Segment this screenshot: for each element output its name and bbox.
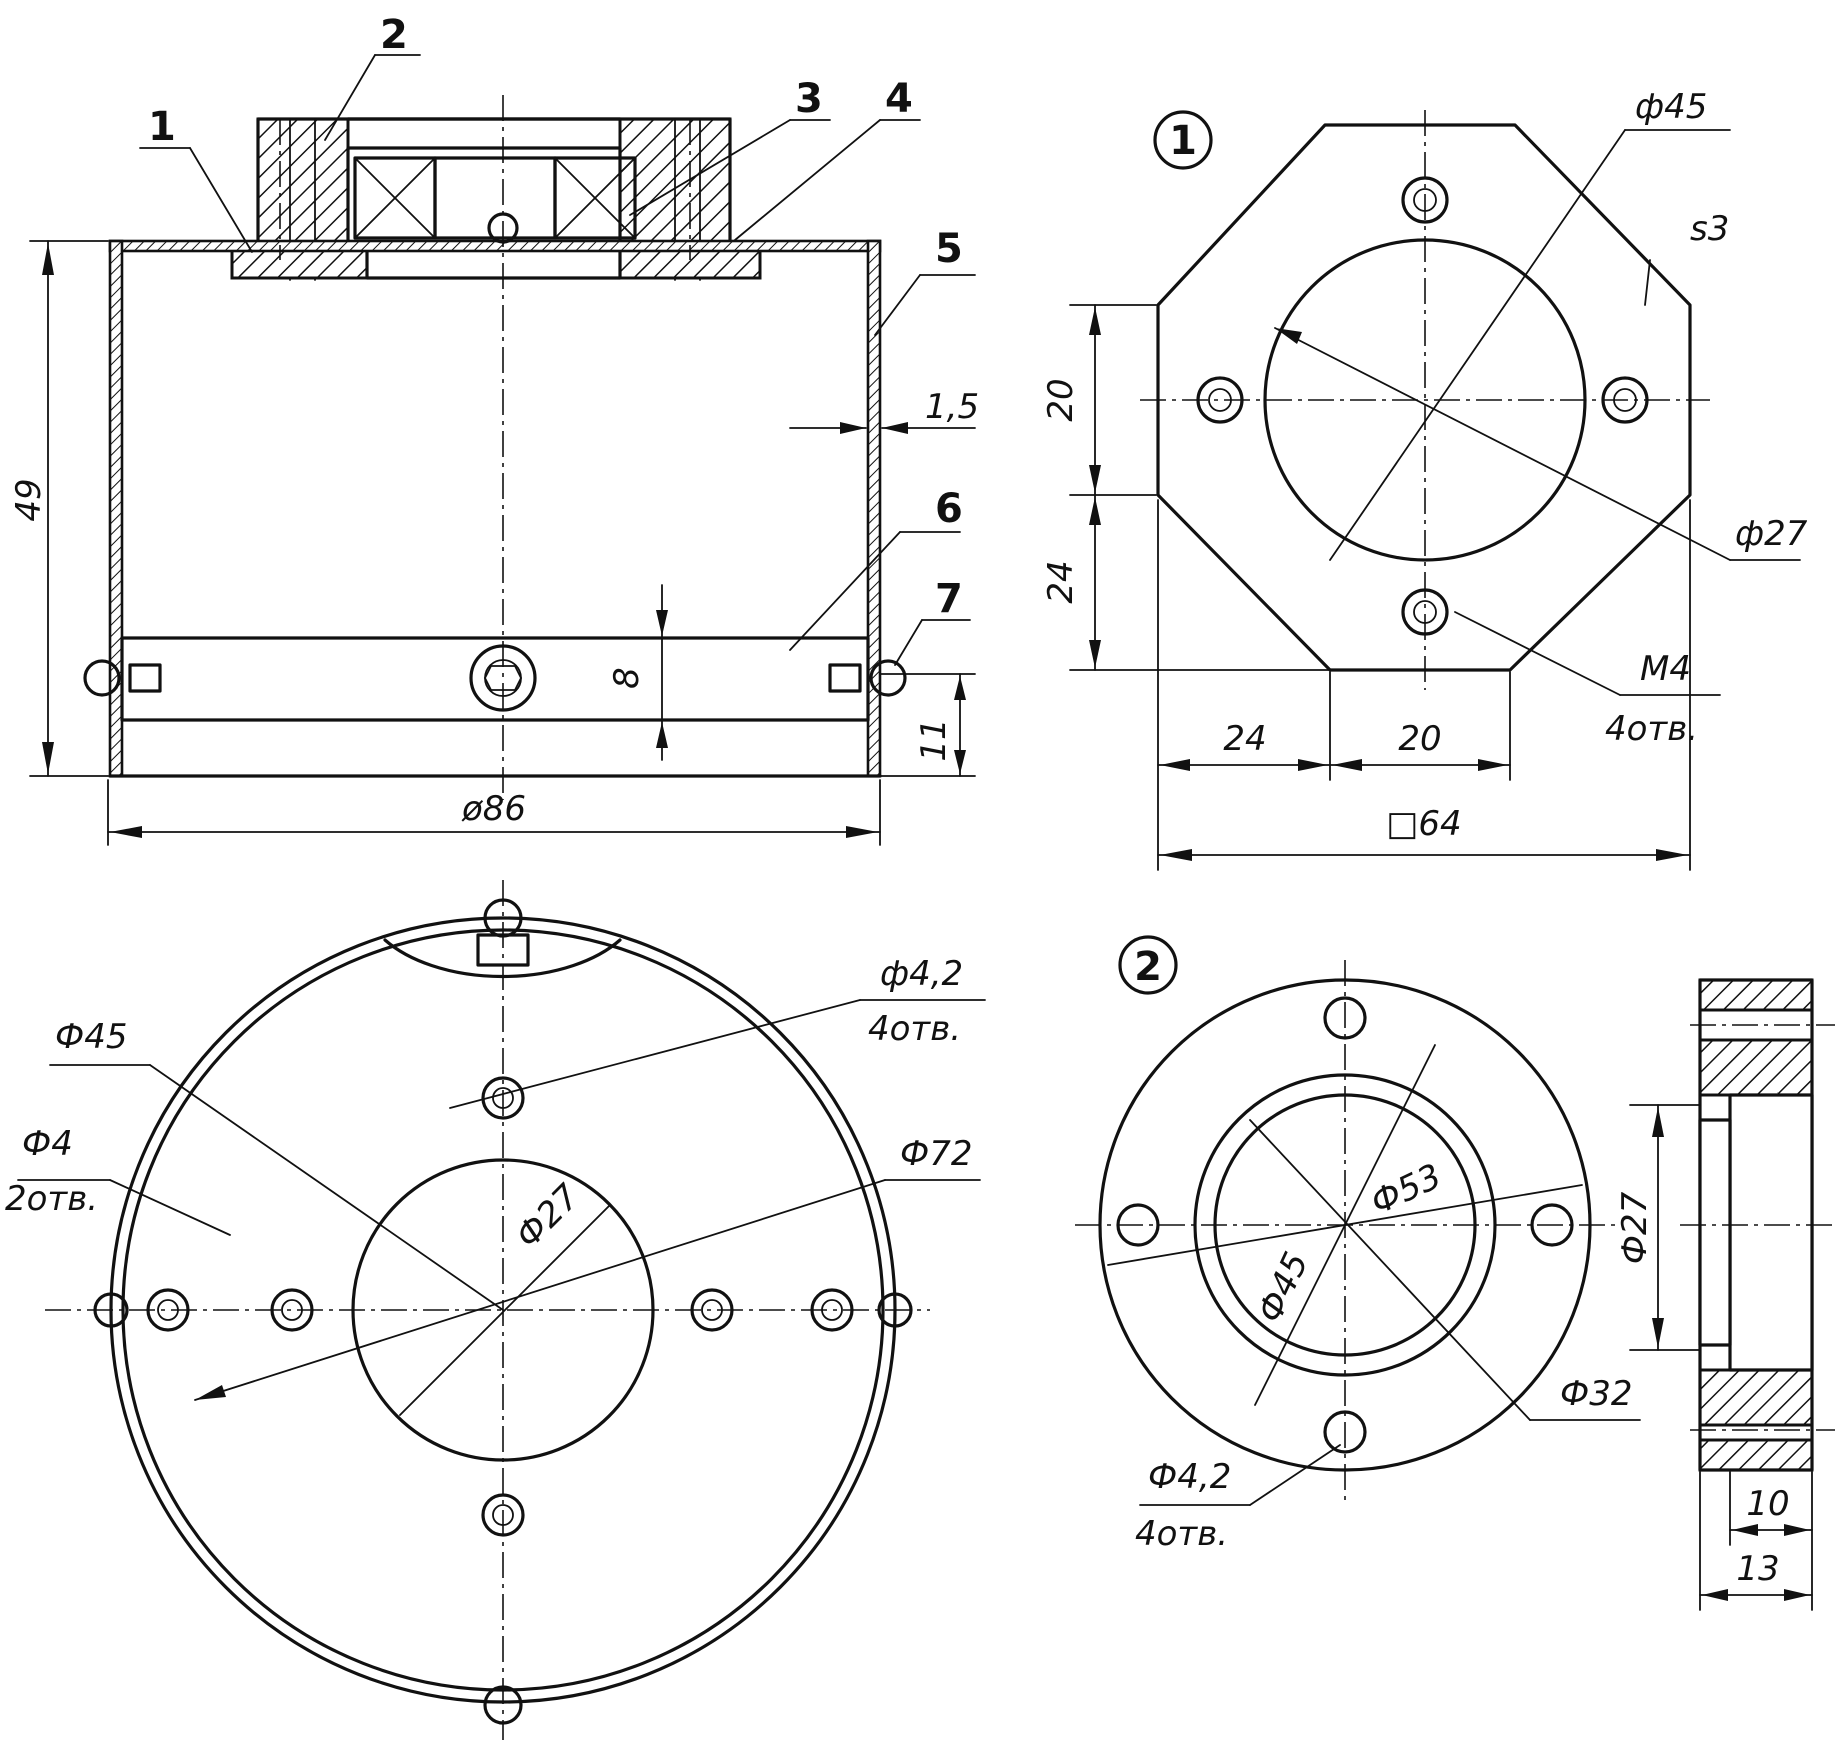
- top-plate: [108, 239, 882, 253]
- dim-bottom-offset: 11: [914, 718, 954, 761]
- detail2-w10: 10: [1746, 1484, 1789, 1524]
- detail1-square: □64: [1386, 804, 1461, 844]
- detail1-d45: ф45: [1635, 87, 1707, 127]
- dim-height: 49: [9, 478, 49, 521]
- detail1-thickness: s3: [1690, 209, 1729, 249]
- detail1-dim20: 20: [1041, 378, 1081, 421]
- label-part-3: 3: [795, 76, 823, 122]
- bottom-d4: Ф4: [22, 1124, 73, 1164]
- detail2-hole-qty: 4отв.: [1135, 1514, 1228, 1554]
- wall-right: [866, 239, 882, 778]
- detail2-d27: Ф27: [1615, 1191, 1655, 1264]
- detail2-d32: Ф32: [1560, 1374, 1633, 1414]
- detail1-thread-qty: 4отв.: [1605, 709, 1698, 749]
- bottom-hole-qty: 4отв.: [868, 1009, 961, 1049]
- detail1-bottom24: 24: [1223, 719, 1266, 759]
- bottom-d45: Ф45: [55, 1017, 128, 1057]
- label-part-5: 5: [935, 226, 963, 272]
- side-section-top: [1698, 978, 1814, 1012]
- bottom-d72: Ф72: [900, 1134, 973, 1174]
- bottom-d27: Ф27: [508, 1177, 588, 1257]
- octagon-plate: [1156, 123, 1692, 672]
- bottom-d4-qty: 2отв.: [5, 1179, 98, 1219]
- dim-diameter: ø86: [461, 789, 526, 829]
- dim-rib: 8: [607, 667, 647, 689]
- housing-left: [256, 117, 350, 246]
- label-part-1: 1: [148, 104, 176, 150]
- detail1-dim24: 24: [1041, 560, 1081, 603]
- detail2-hole-d: Ф4,2: [1148, 1457, 1231, 1497]
- detail-2-marker: 2: [1134, 944, 1162, 990]
- label-part-6: 6: [935, 486, 963, 532]
- label-part-2: 2: [380, 12, 408, 58]
- detail-1: 1 ф45 s3 ф27 M4 4отв. 20 24: [1041, 87, 1808, 871]
- detail1-bottom20: 20: [1398, 719, 1441, 759]
- detail2-w13: 13: [1736, 1549, 1779, 1589]
- wall-left: [108, 239, 124, 778]
- bottom-view: ф4,2 4отв. Ф45 Ф4 2отв. Ф72 Ф27: [5, 880, 986, 1740]
- rib: [120, 636, 870, 722]
- detail1-d27: ф27: [1735, 514, 1808, 554]
- detail-2: 2 Ф53 Ф45 Ф32 Ф4,2 4отв.: [1075, 935, 1835, 1611]
- detail2-d45: Ф45: [1250, 1246, 1317, 1329]
- detail1-thread: M4: [1640, 649, 1691, 689]
- bottom-hole-d: ф4,2: [880, 954, 963, 994]
- section-view: 1 2 3 4 5 6 7 49 1,5 8: [9, 12, 979, 846]
- detail-1-marker: 1: [1169, 118, 1197, 164]
- dim-wall: 1,5: [925, 387, 979, 427]
- detail2-d53: Ф53: [1365, 1156, 1448, 1223]
- label-part-7: 7: [935, 576, 963, 622]
- bearing-recess: [346, 146, 622, 246]
- label-part-4: 4: [885, 76, 913, 122]
